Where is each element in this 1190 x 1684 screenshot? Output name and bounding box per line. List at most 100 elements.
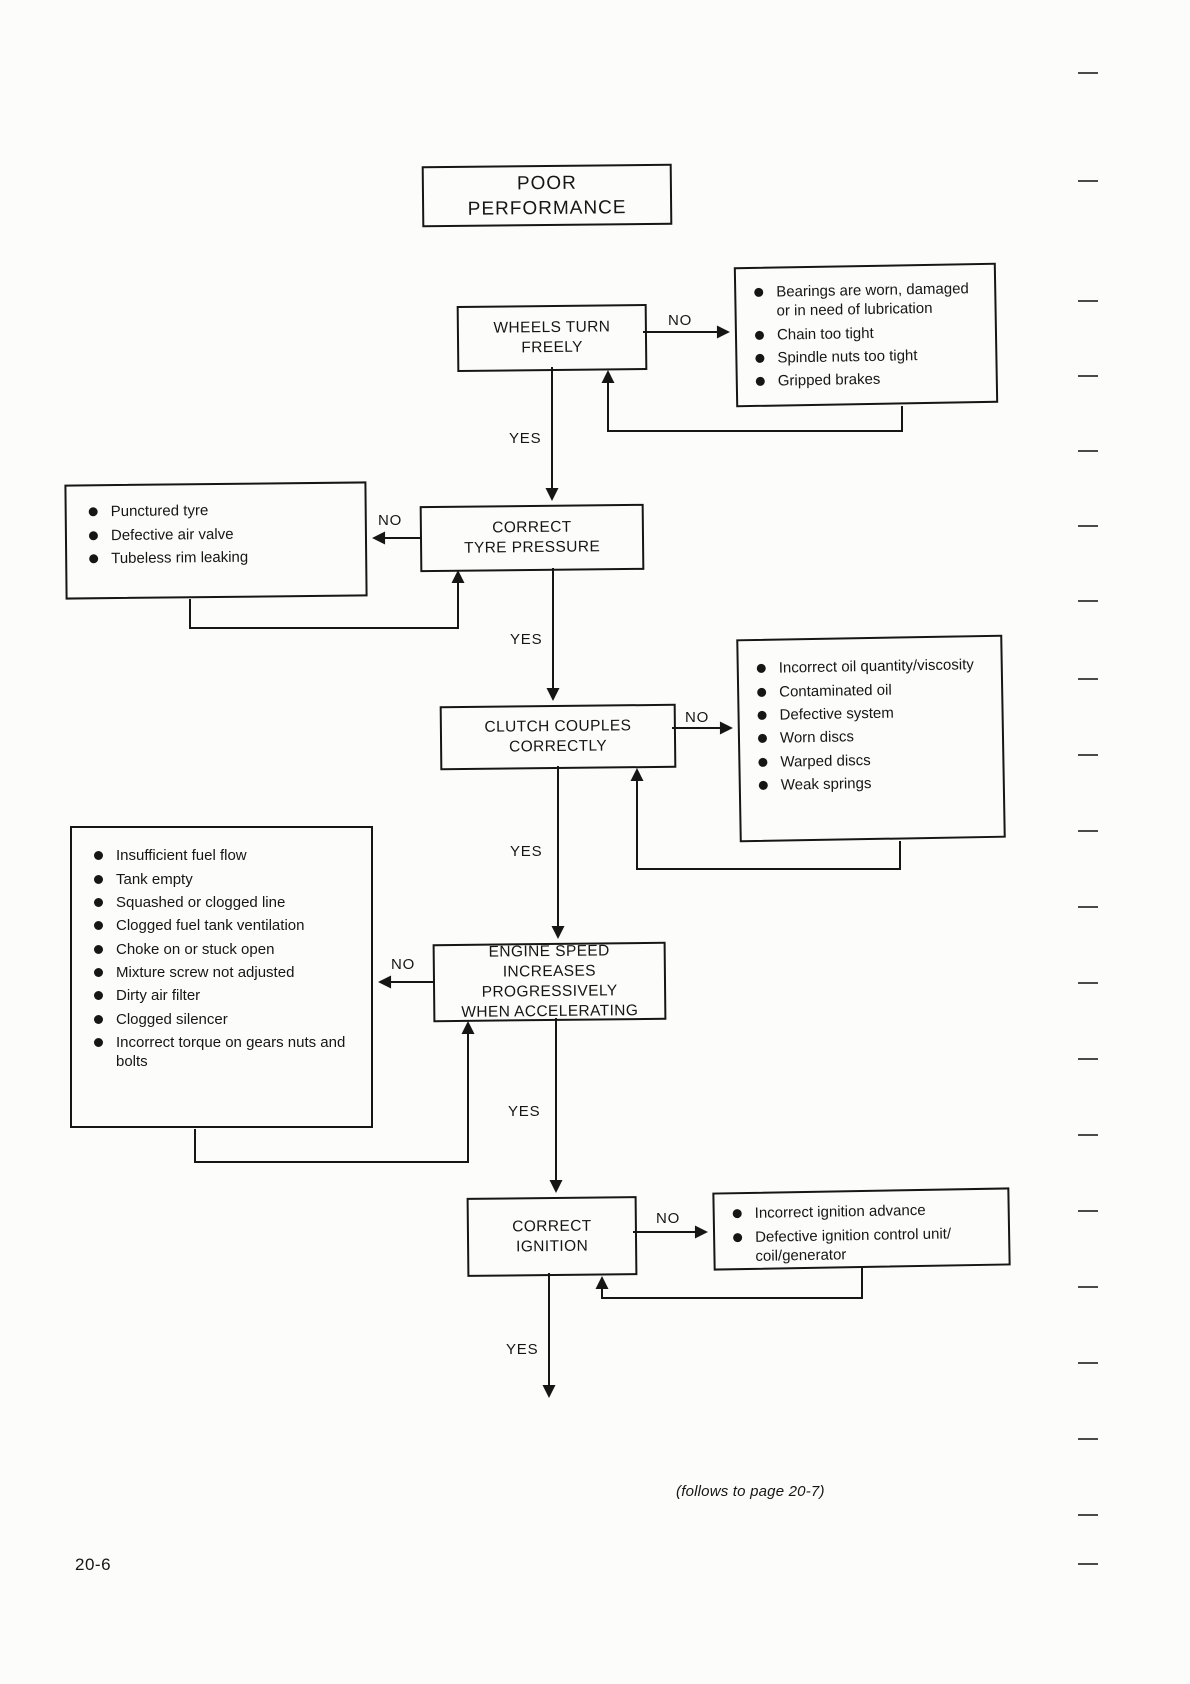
cause-text: Bearings are worn, damaged or in need of… xyxy=(776,280,969,320)
margin-dash xyxy=(1078,300,1098,302)
no-label-clutch: NO xyxy=(685,709,710,726)
bullet-icon xyxy=(757,734,768,744)
causes-ignition-box: Incorrect ignition advance Defective ign… xyxy=(712,1187,1011,1271)
bullet-icon xyxy=(94,944,103,954)
cause-text: Dirty air filter xyxy=(116,987,201,1005)
cause-text: Incorrect ignition advance xyxy=(754,1202,926,1223)
bullet-icon xyxy=(94,851,103,861)
causes-engine-box: Insufficient fuel flow Tank empty Squash… xyxy=(70,826,373,1128)
cause-item: Defective ignition control unit/ coil/ge… xyxy=(733,1221,1003,1268)
bullet-icon xyxy=(758,757,768,767)
bullet-icon xyxy=(89,554,99,564)
cause-item: Tubeless rim leaking xyxy=(89,544,357,570)
margin-dash xyxy=(1078,525,1098,527)
bullet-icon xyxy=(757,710,767,720)
page-number: 20-6 xyxy=(75,1555,112,1574)
cause-text: Contaminated oil xyxy=(779,681,892,701)
bullet-icon xyxy=(755,377,765,387)
margin-dash xyxy=(1078,1286,1098,1288)
footer-note: (follows to page 20-7) xyxy=(676,1483,825,1500)
margin-dash xyxy=(1078,1514,1098,1516)
cause-item: Tank empty xyxy=(94,867,365,890)
bullet-icon xyxy=(732,1209,742,1219)
cause-text: Incorrect torque on gears nuts and bolts xyxy=(116,1034,346,1071)
bullet-icon xyxy=(757,687,767,697)
node-correct-ignition: CORRECT IGNITION xyxy=(466,1196,638,1277)
cause-list: Incorrect ignition advance Defective ign… xyxy=(732,1198,1003,1268)
cause-list: Punctured tyre Defective air valve Tubel… xyxy=(88,498,358,571)
margin-dash xyxy=(1078,830,1098,832)
node-label: CLUTCH COUPLES CORRECTLY xyxy=(484,717,632,756)
margin-dash xyxy=(1078,678,1098,680)
causes-tyre-box: Punctured tyre Defective air valve Tubel… xyxy=(64,481,368,600)
cause-text: Squashed or clogged line xyxy=(116,893,286,911)
bullet-icon xyxy=(754,330,765,340)
cause-list: Incorrect oil quantity/viscosity Contami… xyxy=(756,653,997,798)
margin-dash xyxy=(1078,450,1098,452)
cause-item: Weak springs xyxy=(758,770,997,798)
bullet-icon xyxy=(755,353,765,363)
bullet-icon xyxy=(756,664,766,674)
node-clutch-couples-correctly: CLUTCH COUPLES CORRECTLY xyxy=(439,703,677,771)
bullet-icon xyxy=(94,991,103,1001)
node-label: CORRECT TYRE PRESSURE xyxy=(463,518,601,557)
node-label: ENGINE SPEED INCREASES PROGRESSIVELY WHE… xyxy=(461,942,639,1021)
cause-text: Choke on or stuck open xyxy=(116,940,275,958)
margin-dash xyxy=(1078,906,1098,908)
cause-item: Bearings are worn, damaged or in need of… xyxy=(754,277,987,323)
no-label-tyre: NO xyxy=(378,512,403,529)
cause-text: Defective air valve xyxy=(110,525,234,544)
cause-item: Punctured tyre xyxy=(88,498,357,524)
cause-list: Insufficient fuel flow Tank empty Squash… xyxy=(94,844,365,1073)
cause-text: Spindle nuts too tight xyxy=(777,347,918,367)
cause-item: Clogged fuel tank ventilation xyxy=(94,914,365,937)
margin-dash xyxy=(1078,754,1098,756)
yes-label-clutch: YES xyxy=(510,843,543,860)
bullet-icon xyxy=(94,1014,103,1024)
cause-item: Dirty air filter xyxy=(94,984,365,1007)
cause-text: Gripped brakes xyxy=(777,371,881,390)
cause-item: Incorrect torque on gears nuts and bolts xyxy=(94,1031,365,1073)
margin-dash xyxy=(1078,375,1098,377)
bullet-icon xyxy=(94,968,103,978)
cause-item: Squashed or clogged line xyxy=(94,891,365,914)
margin-dash xyxy=(1078,1563,1098,1565)
cause-text: Clogged silencer xyxy=(116,1010,228,1028)
node-label: CORRECT IGNITION xyxy=(512,1217,592,1255)
bullet-icon xyxy=(94,1038,103,1048)
cause-text: Mixture screw not adjusted xyxy=(116,964,295,982)
cause-text: Defective ignition control unit/ coil/ge… xyxy=(754,1225,952,1265)
flowchart-title-box: POOR PERFORMANCE xyxy=(421,163,673,228)
connector-ignition-return xyxy=(595,1268,863,1299)
cause-item: Defective air valve xyxy=(88,521,357,547)
cause-text: Weak springs xyxy=(780,775,872,794)
cause-text: Incorrect oil quantity/viscosity xyxy=(778,656,974,677)
margin-dash xyxy=(1078,1134,1098,1136)
cause-text: Defective system xyxy=(779,704,894,724)
cause-text: Punctured tyre xyxy=(110,502,209,521)
causes-clutch-box: Incorrect oil quantity/viscosity Contami… xyxy=(736,634,1006,843)
bullet-icon xyxy=(94,921,103,931)
cause-text: Insufficient fuel flow xyxy=(116,847,247,865)
bullet-icon xyxy=(88,507,98,517)
flowchart-title: POOR PERFORMANCE xyxy=(467,172,627,220)
cause-item: Insufficient fuel flow xyxy=(94,844,365,867)
cause-text: Tank empty xyxy=(116,870,193,888)
node-label: WHEELS TURN FREELY xyxy=(493,318,611,357)
yes-label-tyre: YES xyxy=(510,631,543,648)
cause-text: Worn discs xyxy=(779,728,855,747)
no-label-engine: NO xyxy=(391,956,416,973)
no-label-ignition: NO xyxy=(656,1210,681,1227)
cause-text: Tubeless rim leaking xyxy=(111,548,249,568)
node-correct-tyre-pressure: CORRECT TYRE PRESSURE xyxy=(419,503,645,573)
cause-text: Warped discs xyxy=(780,751,871,771)
bullet-icon xyxy=(733,1232,743,1242)
bullet-icon xyxy=(758,780,768,791)
causes-wheels-box: Bearings are worn, damaged or in need of… xyxy=(733,262,999,408)
margin-dash xyxy=(1078,180,1098,182)
bullet-icon xyxy=(754,287,764,298)
margin-dash xyxy=(1078,1438,1098,1440)
margin-dash xyxy=(1078,1210,1098,1212)
yes-label-wheels: YES xyxy=(509,430,542,447)
